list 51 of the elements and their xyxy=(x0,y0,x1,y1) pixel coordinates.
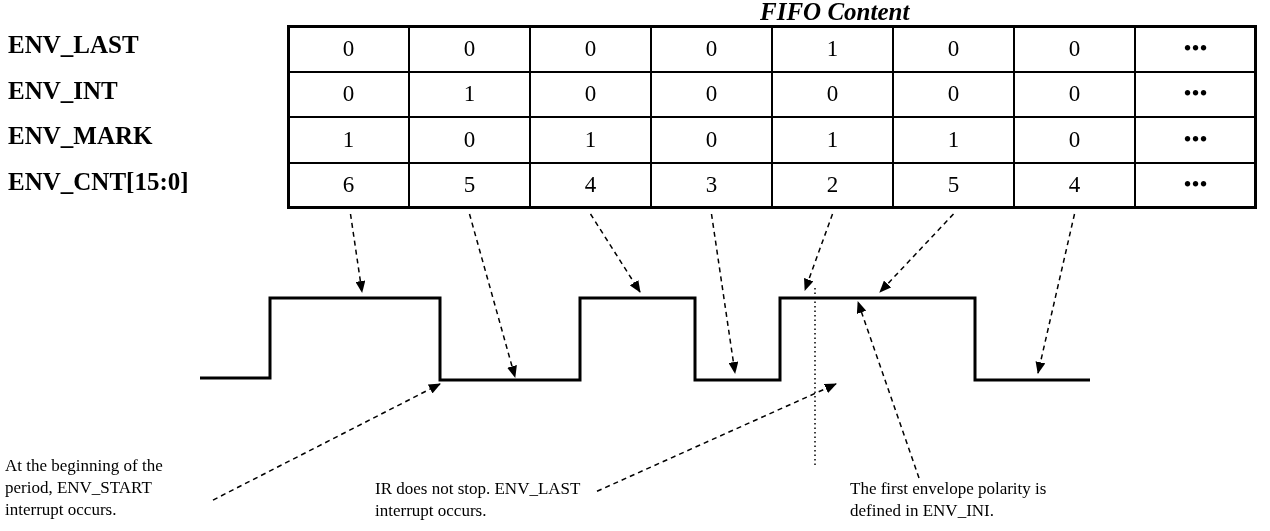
table-cell: 1 xyxy=(288,117,409,163)
table-cell: 0 xyxy=(288,71,409,117)
table-cell: 0 xyxy=(893,71,1014,117)
table-title: FIFO Content xyxy=(760,0,910,26)
table-cell: 4 xyxy=(1014,162,1135,208)
row-header: ENV_LAST xyxy=(8,31,139,59)
table-cell: 0 xyxy=(651,26,772,72)
row-header: ENV_INT xyxy=(8,76,118,105)
table-cell: 4 xyxy=(530,162,651,208)
table-cell: ••• xyxy=(1135,26,1256,72)
table-cell: 5 xyxy=(409,162,530,208)
dashed-arrow xyxy=(589,213,641,293)
table-cell: ••• xyxy=(1135,162,1256,208)
row-header: ENV_CNT[15:0] xyxy=(8,167,189,196)
table-cell: 0 xyxy=(530,26,651,72)
annotation-text: The first envelope polarity is defined in ENV_INI. xyxy=(850,478,1080,523)
table-cell: 0 xyxy=(409,26,530,72)
dashed-arrow xyxy=(349,213,366,293)
dashed-arrow xyxy=(1035,213,1076,374)
table-cell: 1 xyxy=(893,117,1014,163)
table-cell: 0 xyxy=(530,71,651,117)
waveform xyxy=(200,296,1090,382)
table-cell: 0 xyxy=(772,71,893,117)
table-cell: 0 xyxy=(893,26,1014,72)
table-cell: 2 xyxy=(772,162,893,208)
dashed-arrow xyxy=(596,383,837,492)
table-cell: 1 xyxy=(772,26,893,72)
table-cell: 1 xyxy=(409,71,530,117)
dashed-arrow xyxy=(212,383,441,501)
dashed-arrow xyxy=(879,213,955,293)
table-cell: ••• xyxy=(1135,117,1256,163)
table-cell: 0 xyxy=(288,26,409,72)
dashed-arrow xyxy=(856,301,920,479)
dashed-arrow xyxy=(710,213,739,374)
table-cell: 3 xyxy=(651,162,772,208)
dashed-arrow xyxy=(804,213,834,291)
annotation-text: IR does not stop. ENV_LAST interrupt occurs. xyxy=(375,478,587,523)
dashed-arrow xyxy=(468,213,517,378)
table-cell: 1 xyxy=(772,117,893,163)
row-header: ENV_MARK xyxy=(8,122,153,150)
table-cell: ••• xyxy=(1135,71,1256,117)
table-cell: 1 xyxy=(530,117,651,163)
table-cell: 0 xyxy=(1014,26,1135,72)
annotation-text: At the beginning of the period, ENV_START interrupt occurs. xyxy=(5,455,205,522)
table-cell: 6 xyxy=(288,162,409,208)
table-cell: 0 xyxy=(1014,117,1135,163)
table-cell: 5 xyxy=(893,162,1014,208)
table-cell: 0 xyxy=(651,71,772,117)
table-cell: 0 xyxy=(1014,71,1135,117)
table-cell: 0 xyxy=(409,117,530,163)
table-cell: 0 xyxy=(651,117,772,163)
